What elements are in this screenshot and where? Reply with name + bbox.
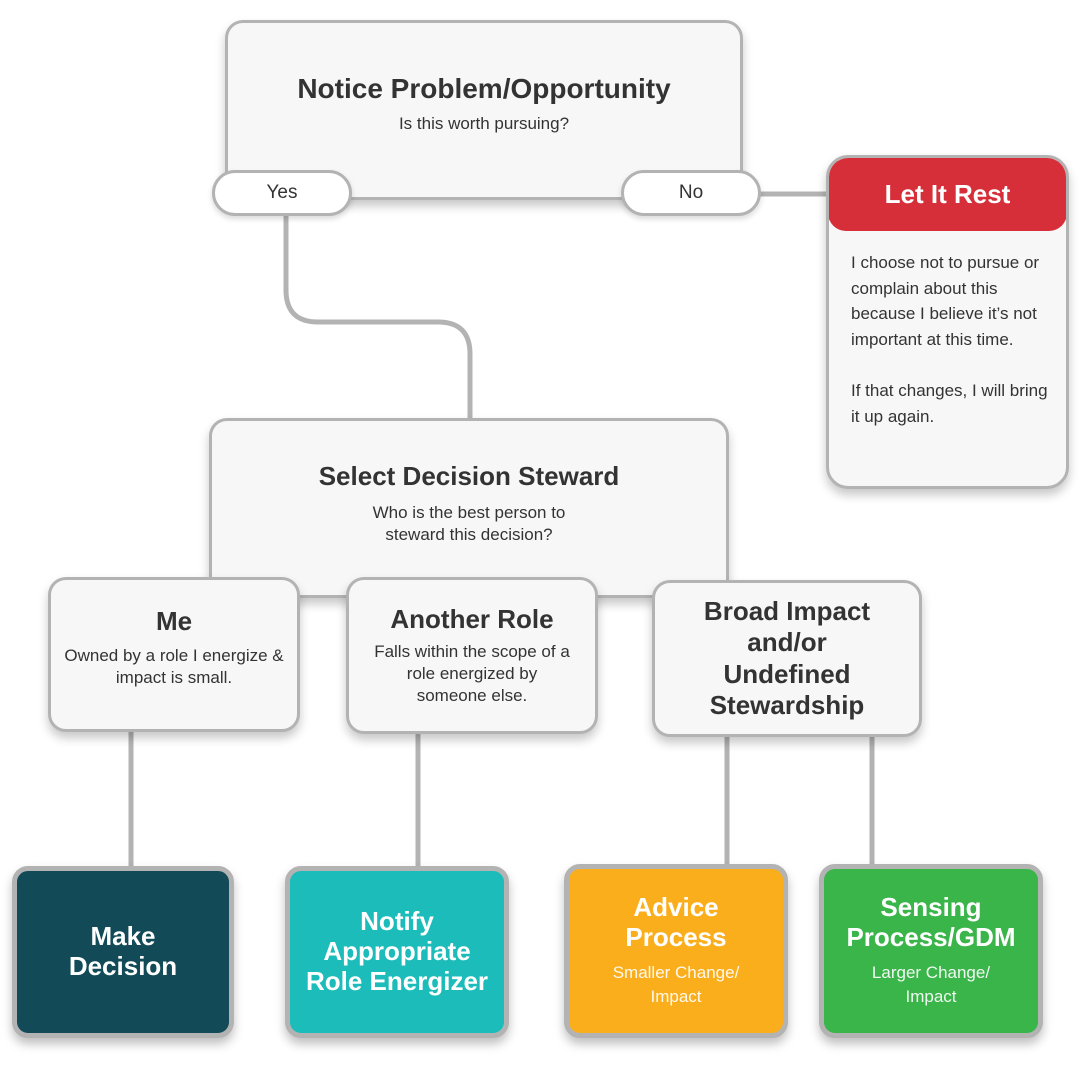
let-it-rest-header: Let It Rest [829,158,1066,231]
select-steward-title: Select Decision Steward [318,461,620,491]
select-steward-subtitle: Who is the best person to steward this d… [372,503,566,545]
yes-label: Yes [266,182,298,203]
option-me-box[interactable]: Me Owned by a role I energize & impact i… [48,577,300,732]
no-label: No [678,182,704,203]
notice-problem-subtitle: Is this worth pursuing? [398,114,570,133]
option-me-subtitle: Owned by a role I energize & impact is s… [64,646,284,688]
notice-problem-title: Notice Problem/Opportunity [297,73,671,104]
option-broad-impact-box[interactable]: Broad Impact and/or Undefined Stewardshi… [652,580,922,737]
outcome-sensing-process[interactable]: Sensing Process/GDM Larger Change/ Impac… [819,864,1043,1038]
option-me-title: Me [155,606,193,636]
option-another-role-box[interactable]: Another Role Falls within the scope of a… [346,577,598,734]
let-it-rest-body-1: I choose not to pursue or complain about… [851,253,1040,349]
outcome-notify-title: Notify Appropriate Role Energizer [305,906,489,996]
let-it-rest-box: Let It Rest I choose not to pursue or co… [826,155,1069,489]
outcome-advice-title: Advice Process [625,892,727,953]
no-pill[interactable]: No [621,170,761,216]
outcome-sensing-subtitle: Larger Change/ Impact [871,963,991,1006]
select-steward-box: Select Decision Steward Who is the best … [209,418,729,598]
option-another-role-title: Another Role [390,604,554,634]
option-broad-impact-title: Broad Impact and/or Undefined Stewardshi… [703,596,871,720]
yes-connector [283,209,473,423]
option-another-role-subtitle: Falls within the scope of a role energiz… [374,642,570,706]
outcome-notify[interactable]: Notify Appropriate Role Energizer [285,866,509,1038]
outcome-make-decision-title: Make Decision [68,921,178,981]
outcome-advice-process[interactable]: Advice Process Smaller Change/ Impact [564,864,788,1038]
outcome-advice-subtitle: Smaller Change/ Impact [612,963,740,1006]
let-it-rest-body-2: If that changes, I will bring it up agai… [851,381,1048,426]
let-it-rest-title: Let It Rest [884,178,1011,209]
outcome-make-decision[interactable]: Make Decision [12,866,234,1038]
outcome-sensing-title: Sensing Process/GDM [846,892,1016,953]
yes-pill[interactable]: Yes [212,170,352,216]
